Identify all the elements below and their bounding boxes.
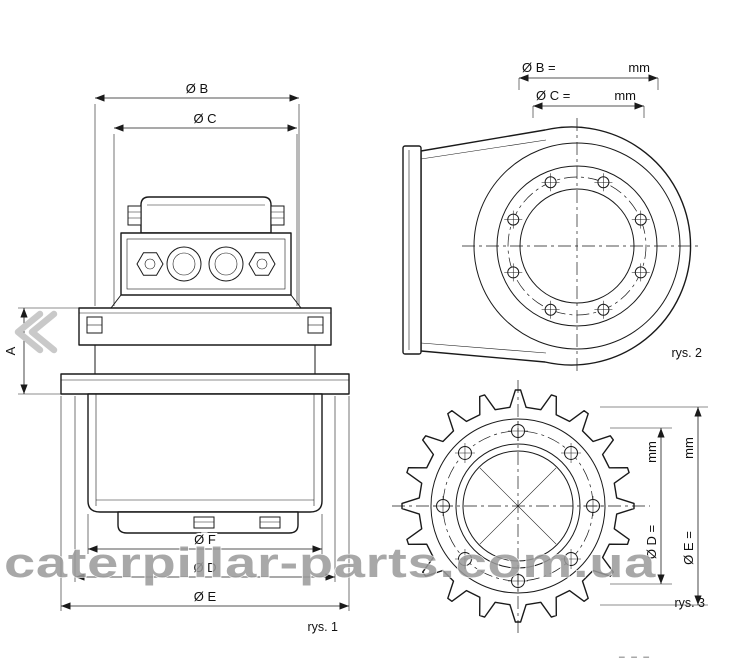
extension-lines-fig1 [18, 104, 350, 611]
dim-label-e-eq: Ø E = [681, 531, 696, 565]
chevron-watermark-icon [14, 310, 58, 354]
dimension-lines-fig3 [600, 406, 708, 606]
center-lines-fig2 [462, 118, 700, 374]
dimension-lines-fig2 [518, 74, 659, 118]
dim-label-c: Ø C [193, 111, 216, 126]
dim-label-b: Ø B [186, 81, 208, 96]
site-watermark-clipped: caterpillar-parts.com.ua [487, 649, 735, 658]
dim-label-b-eq: Ø B = [522, 60, 556, 75]
hex-plug-left [136, 252, 164, 276]
flange-plate [402, 145, 422, 355]
housing-outline [420, 126, 692, 366]
side-view-figure: Ø B = mm Ø C = mm rys. 2 [402, 60, 702, 374]
dim-label-e: Ø E [194, 589, 217, 604]
valve-box [110, 232, 302, 309]
dim-label-a: A [3, 346, 18, 355]
dim-label-d: Ø D [193, 560, 216, 575]
dim-unit-d: mm [644, 441, 659, 463]
dim-label-f: Ø F [194, 532, 216, 547]
hex-plug-right [248, 252, 276, 276]
dim-label-d-eq: Ø D = [644, 525, 659, 559]
sprocket-rim [430, 418, 606, 594]
dim-unit-c: mm [614, 88, 636, 103]
center-lines-fig3 [392, 380, 650, 634]
bolt-holes-fig2 [504, 173, 650, 319]
dim-unit-e: mm [681, 437, 696, 459]
mounting-flange [60, 307, 350, 395]
housing-body [87, 393, 323, 534]
watermark-layer: caterpillar-parts.com.ua caterpillar-par… [3, 310, 735, 658]
dim-label-c-eq: Ø C = [536, 88, 570, 103]
figure2-caption: rys. 2 [671, 346, 702, 360]
site-watermark: caterpillar-parts.com.ua [4, 539, 656, 586]
sprocket-figure: mm Ø D = mm Ø E = rys. 3 [392, 380, 708, 634]
front-view-figure: Ø B Ø C A Ø F Ø D Ø E rys. 1 [3, 81, 350, 634]
dimension-lines-fig1 [20, 94, 349, 610]
figure3-caption: rys. 3 [674, 596, 705, 610]
motor-top-cap [127, 196, 285, 234]
dim-unit-b: mm [628, 60, 650, 75]
figure1-caption: rys. 1 [307, 620, 338, 634]
port-circle-left [166, 246, 202, 282]
port-circle-right [208, 246, 244, 282]
